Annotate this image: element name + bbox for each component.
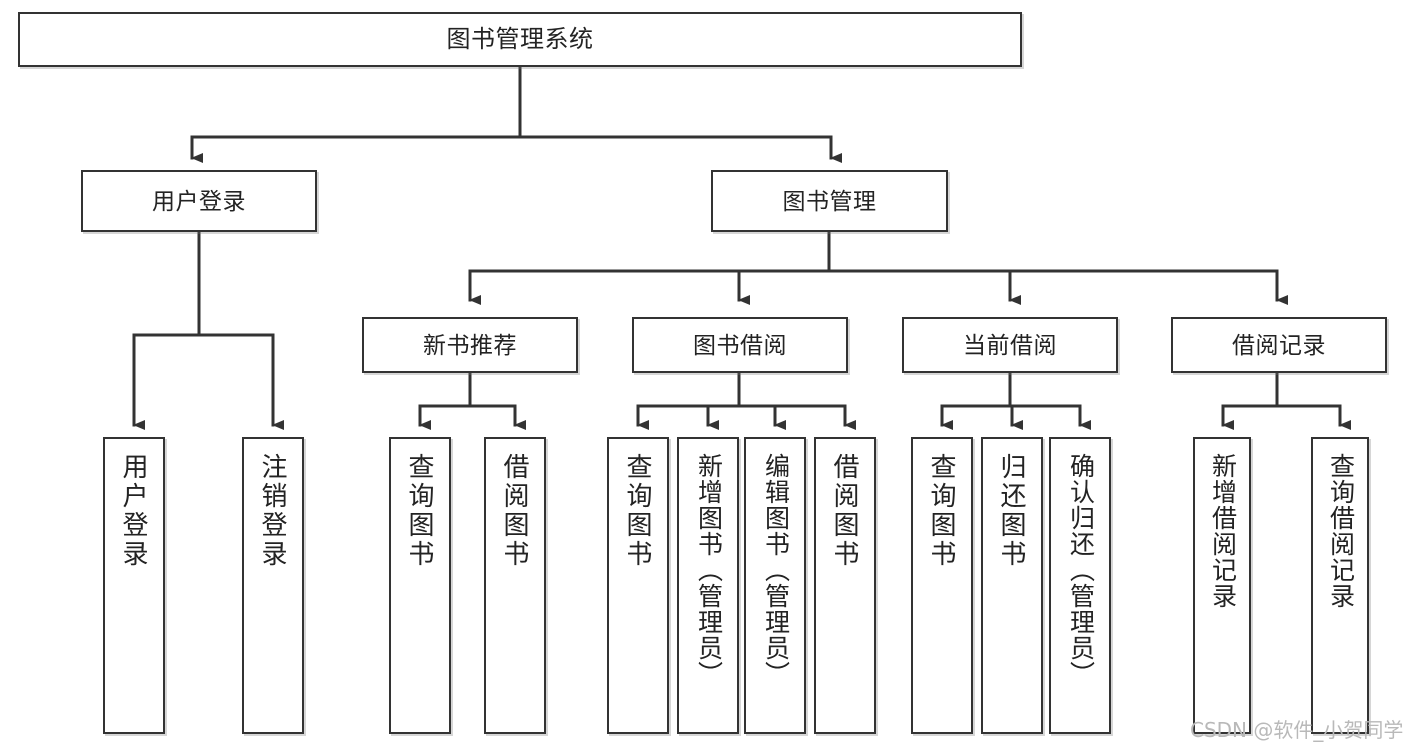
- node-book-manage-label: 图书管理: [782, 187, 877, 214]
- node-leaf-query-book-2[interactable]: 查询图书: [607, 437, 669, 734]
- node-leaf-return-book-label: 归还图书: [997, 453, 1027, 569]
- node-leaf-return-book[interactable]: 归还图书: [981, 437, 1043, 734]
- node-leaf-edit-book-label: 编辑图书（管理员）: [761, 453, 790, 687]
- node-leaf-query-record-label: 查询借阅记录: [1326, 453, 1355, 609]
- node-current-borrow-label: 当前借阅: [963, 331, 1057, 358]
- node-leaf-logout-label: 注销登录: [258, 453, 288, 569]
- node-borrow-record[interactable]: 借阅记录: [1171, 317, 1387, 373]
- watermark: CSDN @软件_小贺同学: [1190, 718, 1404, 742]
- node-leaf-user-login-label: 用户登录: [119, 453, 149, 569]
- node-user-login[interactable]: 用户登录: [81, 170, 317, 232]
- node-leaf-query-book-1[interactable]: 查询图书: [389, 437, 451, 734]
- node-current-borrow[interactable]: 当前借阅: [902, 317, 1118, 373]
- node-leaf-add-book-label: 新增图书（管理员）: [694, 453, 723, 687]
- node-book-borrow[interactable]: 图书借阅: [632, 317, 848, 373]
- node-leaf-query-book-1-label: 查询图书: [405, 453, 435, 569]
- node-leaf-add-book[interactable]: 新增图书（管理员）: [677, 437, 739, 734]
- node-book-manage[interactable]: 图书管理: [711, 170, 948, 232]
- node-leaf-query-book-3-label: 查询图书: [927, 453, 957, 569]
- node-leaf-borrow-book-1-label: 借阅图书: [500, 453, 530, 569]
- node-leaf-query-book-3[interactable]: 查询图书: [911, 437, 973, 734]
- node-root[interactable]: 图书管理系统: [18, 12, 1022, 67]
- node-root-label: 图书管理系统: [446, 25, 594, 53]
- node-user-login-label: 用户登录: [152, 187, 246, 214]
- node-borrow-record-label: 借阅记录: [1232, 331, 1326, 358]
- node-book-borrow-label: 图书借阅: [693, 331, 787, 358]
- node-leaf-borrow-book-2-label: 借阅图书: [830, 453, 860, 569]
- node-leaf-confirm-return-label: 确认归还（管理员）: [1066, 453, 1095, 687]
- node-leaf-logout[interactable]: 注销登录: [242, 437, 304, 734]
- node-leaf-confirm-return[interactable]: 确认归还（管理员）: [1049, 437, 1111, 734]
- node-new-book-rec[interactable]: 新书推荐: [362, 317, 578, 373]
- node-leaf-add-record-label: 新增借阅记录: [1208, 453, 1237, 609]
- node-leaf-add-record[interactable]: 新增借阅记录: [1193, 437, 1251, 734]
- node-leaf-query-book-2-label: 查询图书: [623, 453, 653, 569]
- node-leaf-borrow-book-1[interactable]: 借阅图书: [484, 437, 546, 734]
- node-leaf-borrow-book-2[interactable]: 借阅图书: [814, 437, 876, 734]
- node-leaf-edit-book[interactable]: 编辑图书（管理员）: [744, 437, 806, 734]
- node-new-book-rec-label: 新书推荐: [423, 331, 517, 358]
- node-leaf-query-record[interactable]: 查询借阅记录: [1311, 437, 1369, 734]
- node-leaf-user-login[interactable]: 用户登录: [103, 437, 165, 734]
